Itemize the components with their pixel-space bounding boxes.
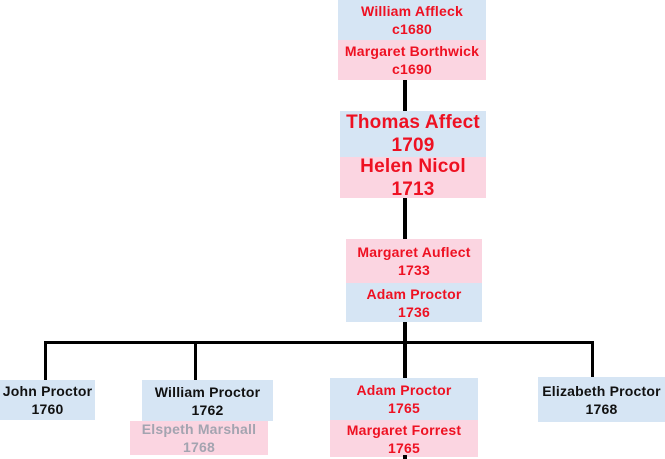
person-year: 1765: [388, 400, 420, 416]
person-name: Margaret Borthwick: [344, 43, 480, 59]
person-box-william-proctor: William Proctor 1762: [142, 380, 273, 421]
person-name: John Proctor: [2, 383, 93, 399]
person-year: 1768: [585, 400, 618, 417]
connector-drop-adam: [403, 341, 407, 378]
connector-stub-below-margaret-forrest: [403, 455, 407, 459]
person-box-adam-proctor-1736: Adam Proctor 1736: [346, 283, 482, 322]
connector-drop-elizabeth: [591, 341, 594, 377]
person-name: Adam Proctor: [366, 285, 462, 302]
person-name: Helen Nicol: [360, 155, 466, 177]
person-year: 1713: [391, 178, 435, 200]
person-year: c1680: [392, 21, 432, 37]
person-year: 1733: [398, 262, 430, 278]
connector-drop-william: [194, 341, 197, 380]
person-name: Elizabeth Proctor: [542, 382, 661, 399]
connector-gen2-gen3: [403, 198, 407, 239]
person-box-margaret-auflect: Margaret Auflect 1733: [346, 239, 482, 283]
person-name: William Affleck: [361, 3, 463, 19]
person-year: 1736: [398, 303, 430, 320]
person-name: Margaret Auflect: [357, 244, 471, 260]
connector-gen3-siblingbar: [403, 322, 407, 342]
person-box-margaret-forrest: Margaret Forrest 1765: [330, 420, 478, 457]
person-year: 1765: [388, 439, 420, 456]
person-box-margaret-borthwick: Margaret Borthwick c1690: [338, 40, 486, 80]
person-name: Elspeth Marshall: [141, 421, 257, 437]
person-box-helen-nicol: Helen Nicol 1713: [340, 155, 486, 200]
person-box-elizabeth-proctor: Elizabeth Proctor 1768: [538, 377, 665, 422]
person-box-elspeth-marshall: Elspeth Marshall 1768: [130, 421, 268, 455]
person-year: 1709: [391, 135, 435, 156]
person-box-thomas-affect: Thomas Affect 1709: [340, 111, 486, 157]
person-year: 1768: [183, 439, 215, 455]
person-name: Thomas Affect: [346, 112, 480, 133]
connector-drop-john: [44, 341, 47, 380]
person-box-john-proctor: John Proctor 1760: [0, 380, 95, 420]
person-year: 1760: [31, 401, 64, 417]
person-name: Adam Proctor: [356, 382, 452, 398]
person-name: William Proctor: [154, 383, 261, 400]
person-year: c1690: [392, 61, 432, 77]
person-box-william-affleck: William Affleck c1680: [338, 0, 486, 40]
connector-sibling-bar: [44, 341, 594, 344]
person-year: 1762: [191, 401, 224, 418]
person-name: Margaret Forrest: [346, 421, 462, 438]
connector-gen1-gen2: [403, 80, 407, 111]
person-box-adam-proctor-1765: Adam Proctor 1765: [330, 378, 478, 420]
